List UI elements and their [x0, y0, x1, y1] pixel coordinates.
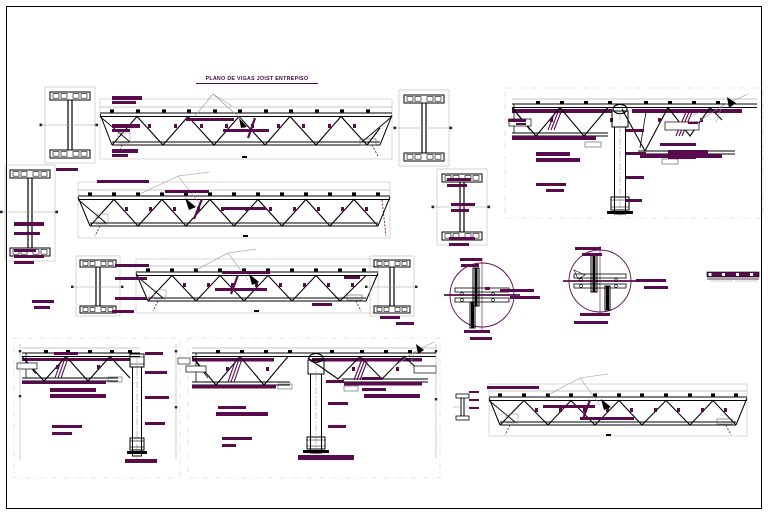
dim-text — [115, 297, 147, 300]
dim-text — [54, 352, 78, 355]
dim-text — [112, 124, 140, 128]
dim-text — [510, 296, 540, 299]
dim-text — [14, 222, 44, 226]
dim-text — [112, 310, 134, 313]
dim-text — [145, 352, 163, 355]
dim-text — [636, 279, 666, 282]
dim-text — [364, 394, 420, 398]
dim-text — [469, 399, 479, 401]
dim-text — [186, 118, 234, 121]
dim-text — [125, 459, 157, 463]
dim-text — [536, 158, 580, 162]
dim-text — [216, 412, 268, 416]
dim-text — [451, 209, 469, 212]
dim-text — [461, 264, 479, 267]
dim-text — [380, 316, 400, 319]
dim-text — [660, 143, 696, 146]
dim-text — [50, 394, 106, 398]
dim-text — [582, 253, 602, 256]
dim-text — [536, 183, 566, 186]
dim-text — [56, 168, 78, 171]
dim-text — [516, 123, 526, 125]
dim-text — [50, 388, 96, 392]
dim-text — [14, 249, 36, 252]
dim-text — [222, 271, 270, 274]
dim-text — [451, 203, 475, 206]
dim-text — [14, 255, 44, 258]
dim-text — [215, 288, 267, 291]
dim-text — [574, 321, 608, 324]
dim-text — [688, 122, 698, 124]
dim-text — [447, 178, 471, 181]
dim-text — [626, 176, 644, 179]
dim-text — [14, 232, 40, 235]
dim-text — [362, 388, 386, 391]
dim-text — [165, 190, 209, 193]
dim-text — [447, 184, 467, 187]
dim-text — [580, 313, 610, 316]
dim-text — [575, 247, 601, 250]
dim-text — [145, 396, 169, 399]
dim-text — [626, 199, 642, 202]
dim-text — [449, 237, 475, 240]
dim-text — [112, 154, 128, 157]
dim-text — [508, 119, 526, 122]
dim-text — [52, 425, 82, 428]
dim-text — [449, 243, 469, 246]
dim-text — [328, 402, 348, 405]
dim-text — [14, 261, 34, 264]
dim-text — [324, 455, 354, 460]
dim-text — [500, 289, 534, 292]
dim-text — [469, 391, 479, 393]
dim-text — [312, 303, 332, 306]
dim-text — [222, 444, 236, 447]
dim-text — [145, 422, 165, 425]
dim-text — [362, 377, 382, 380]
dim-text — [469, 407, 479, 409]
dim-text — [222, 437, 252, 440]
dim-text — [115, 277, 147, 280]
dim-text — [328, 425, 346, 428]
dim-text — [112, 96, 142, 100]
dim-text — [97, 180, 149, 183]
dim-text — [223, 129, 269, 132]
dim-text — [487, 386, 539, 389]
dim-text — [464, 330, 490, 333]
dim-text — [222, 207, 266, 210]
dim-text — [218, 406, 246, 409]
sheet-border — [6, 6, 762, 509]
dim-text — [112, 101, 136, 104]
dim-text — [668, 156, 696, 159]
dim-text — [470, 337, 492, 340]
dim-text — [396, 322, 414, 325]
dim-text — [115, 264, 149, 267]
dim-text — [626, 152, 646, 155]
dim-text — [626, 129, 644, 132]
dim-text — [344, 276, 360, 279]
dim-text — [326, 380, 344, 383]
dim-text — [112, 129, 130, 132]
dim-text — [668, 150, 708, 154]
drawing-title: PLANO DE VIGAS JOIST ENTREPISO — [196, 76, 318, 84]
dim-text — [543, 405, 595, 408]
dim-text — [145, 371, 167, 374]
dim-text — [536, 152, 570, 156]
dim-text — [460, 258, 482, 261]
dim-text — [644, 286, 668, 289]
dim-text — [112, 149, 138, 153]
dim-text — [34, 306, 50, 309]
dim-text — [52, 432, 72, 435]
dim-text — [580, 417, 634, 420]
dim-text — [546, 189, 564, 192]
dim-text — [32, 300, 54, 303]
